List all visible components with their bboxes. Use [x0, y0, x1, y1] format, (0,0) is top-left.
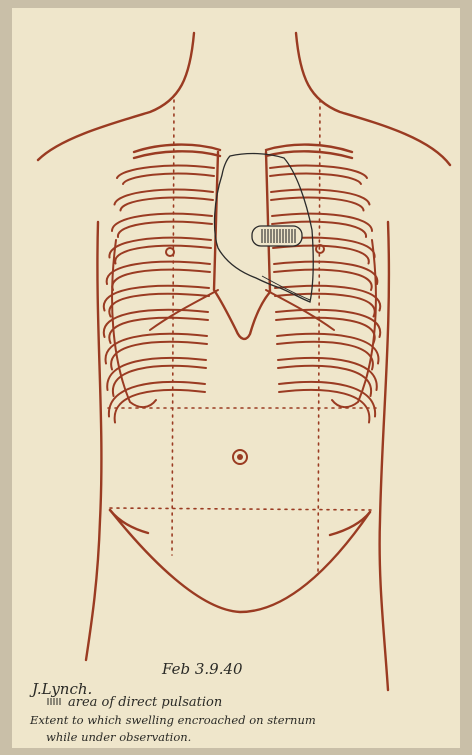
legend-pulsation-text: area of direct pulsation — [68, 695, 222, 710]
paper-sheet — [12, 8, 460, 748]
chart-date: Feb 3.9.40 — [161, 660, 243, 678]
legend-extent-text-line1: Extent to which swelling encroached on s… — [29, 713, 316, 727]
pulsation-area-marker — [252, 226, 302, 246]
legend-extent-text-line2: while under observation. — [46, 730, 191, 744]
